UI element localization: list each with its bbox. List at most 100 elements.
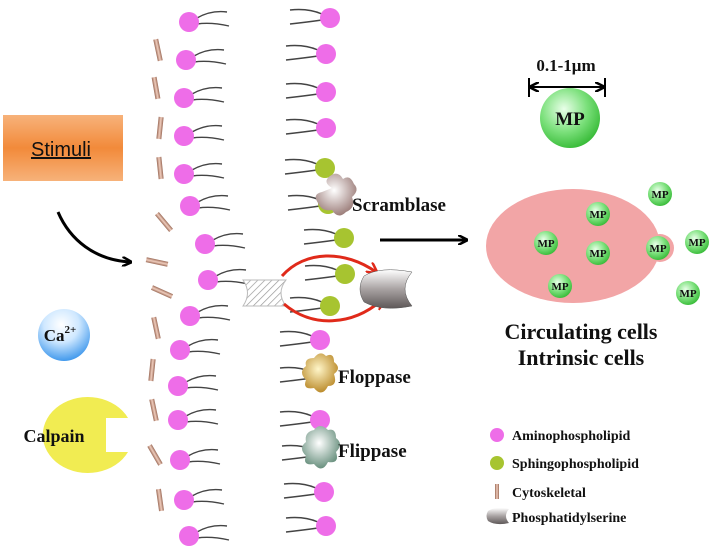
cytoskeletal-rod bbox=[148, 358, 156, 382]
aminophospholipid-head bbox=[179, 12, 199, 32]
aminophospholipid-head bbox=[310, 330, 330, 350]
lipid-tail bbox=[196, 524, 228, 533]
lipid-tail bbox=[283, 482, 317, 489]
lipid-tail bbox=[283, 493, 317, 499]
lipid-tail bbox=[285, 44, 319, 51]
lipid-tail bbox=[285, 129, 319, 135]
lipid-tail bbox=[191, 98, 225, 103]
sphingophospholipid-head bbox=[320, 296, 340, 316]
mp-small bbox=[534, 231, 558, 255]
lipid-tail bbox=[185, 408, 217, 417]
aminophospholipid-head bbox=[174, 126, 194, 146]
scramblase-label: Scramblase bbox=[352, 195, 446, 216]
cells-line1: Circulating cells bbox=[505, 319, 658, 344]
aminophospholipid-head bbox=[316, 118, 336, 138]
mp-small bbox=[648, 182, 672, 206]
lipid-tail bbox=[279, 341, 313, 347]
legend-amino-label: Aminophospholipid bbox=[512, 429, 630, 444]
aminophospholipid-head bbox=[316, 82, 336, 102]
lipid-tail bbox=[197, 304, 229, 313]
floppase-enzyme: Floppase bbox=[302, 353, 411, 393]
lipid-tail bbox=[303, 228, 337, 235]
legend-cyto-marker bbox=[495, 484, 499, 499]
hatched-transporter bbox=[242, 279, 288, 307]
lipid-tail bbox=[185, 386, 219, 391]
lipid-tail bbox=[279, 330, 313, 337]
lipid-tail bbox=[191, 500, 225, 505]
aminophospholipid-head bbox=[176, 50, 196, 70]
lipid-tail bbox=[284, 158, 318, 165]
phosphatidylserine-shape bbox=[359, 269, 413, 309]
aminophospholipid-head bbox=[170, 450, 190, 470]
legend-ps-marker bbox=[486, 507, 509, 525]
mp-small-label: MP bbox=[688, 237, 705, 249]
lipid-tail bbox=[285, 527, 319, 533]
mp-small-label: MP bbox=[537, 238, 554, 250]
mp-small bbox=[548, 274, 572, 298]
lipid-tail bbox=[285, 118, 319, 125]
lipid-tail bbox=[285, 93, 319, 99]
mp-small-label: MP bbox=[589, 248, 606, 260]
lipid-tail bbox=[187, 338, 219, 347]
aminophospholipid-head bbox=[310, 410, 330, 430]
sphingophospholipid-head bbox=[335, 264, 355, 284]
sphingophospholipid-head bbox=[334, 228, 354, 248]
lipid-tail bbox=[212, 232, 244, 241]
aminophospholipid-head bbox=[168, 410, 188, 430]
mp-small bbox=[676, 281, 700, 305]
cytoskeletal-rod bbox=[147, 444, 163, 466]
legend-cyto-label: Cytoskeletal bbox=[512, 486, 586, 501]
lipid-tail bbox=[191, 162, 223, 171]
lipid-tail bbox=[193, 60, 227, 65]
flippase-enzyme: Flippase bbox=[302, 426, 407, 469]
legend-ps-label: Phosphatidylserine bbox=[512, 511, 626, 526]
calpain-label: Calpain bbox=[23, 426, 84, 446]
mp-large-label: MP bbox=[555, 109, 585, 130]
scramblase-enzyme: Scramblase bbox=[315, 173, 446, 216]
floppase-label: Floppase bbox=[338, 367, 411, 388]
stimuli-label: Stimuli bbox=[31, 139, 91, 161]
mp-small bbox=[646, 236, 670, 260]
lipid-tail bbox=[185, 374, 217, 383]
lipid-tail bbox=[196, 536, 230, 541]
mp-small bbox=[586, 202, 610, 226]
cytoskeletal-rod bbox=[153, 38, 163, 62]
lipid-tail bbox=[279, 421, 313, 427]
aminophospholipid-head bbox=[314, 482, 334, 502]
legend-amino-marker bbox=[490, 428, 504, 442]
mp-small-label: MP bbox=[551, 281, 568, 293]
lipid-tail bbox=[196, 22, 230, 27]
lipid-tail bbox=[289, 296, 323, 303]
lipid-tail bbox=[187, 350, 221, 355]
aminophospholipid-head bbox=[198, 270, 218, 290]
cytoskeletal-rod bbox=[150, 285, 174, 299]
lipid-tail bbox=[215, 268, 247, 277]
lipid-tail bbox=[196, 10, 228, 19]
lipid-tail bbox=[191, 124, 223, 133]
cytoskeletal-rod bbox=[155, 211, 173, 233]
lipid-tail bbox=[185, 420, 219, 425]
mp-large: MP bbox=[540, 88, 600, 148]
mp-size-scale: 0.1-1μm bbox=[528, 56, 606, 97]
cytoskeletal-rod bbox=[156, 116, 164, 140]
lipid-tail bbox=[197, 206, 231, 211]
legend-sphingo-marker bbox=[490, 456, 504, 470]
lipid-tail bbox=[212, 244, 246, 249]
stimuli-arrow bbox=[56, 211, 130, 262]
lipid-tail bbox=[191, 488, 223, 497]
aminophospholipid-head bbox=[170, 340, 190, 360]
aminophospholipid-head bbox=[180, 306, 200, 326]
lipid-tail bbox=[191, 174, 225, 179]
lipid-tail bbox=[191, 86, 223, 95]
calcium-charge: 2+ bbox=[65, 324, 77, 336]
aminophospholipid-head bbox=[316, 44, 336, 64]
aminophospholipid-head bbox=[174, 490, 194, 510]
lipid-tail bbox=[287, 205, 321, 211]
cells-line2: Intrinsic cells bbox=[518, 345, 645, 370]
flippase-label: Flippase bbox=[338, 441, 407, 462]
stimuli-box: Stimuli bbox=[3, 115, 123, 181]
mp-small-label: MP bbox=[649, 243, 666, 255]
lipid-tail bbox=[304, 264, 338, 271]
